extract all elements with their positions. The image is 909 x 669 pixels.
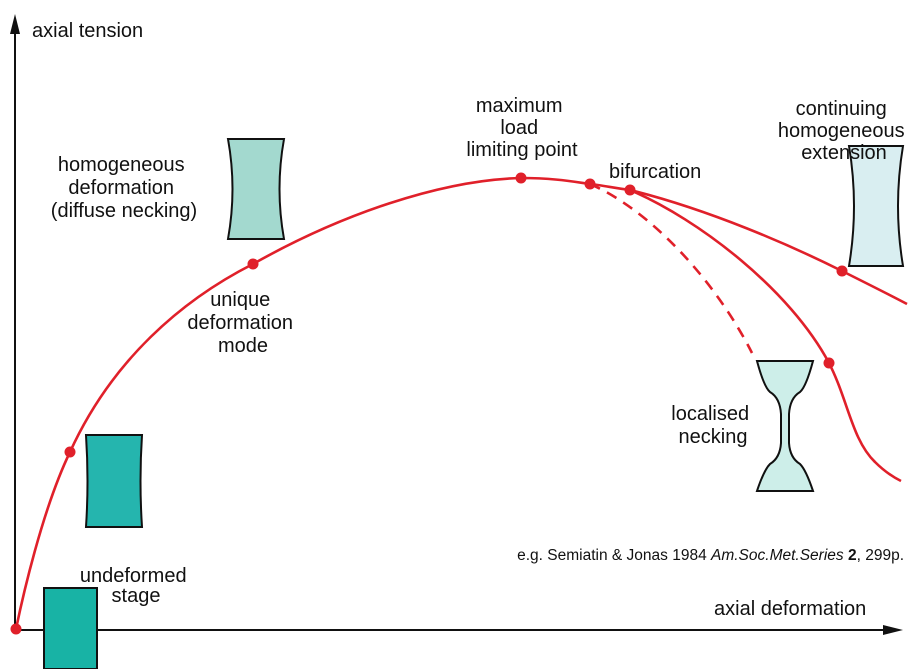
y-axis-arrowhead [10, 14, 20, 34]
x-axis-arrowhead [883, 625, 903, 635]
point-elastic [64, 446, 76, 458]
label-continuing-homogeneous-extension: continuing homogeneous extension [778, 98, 909, 164]
point-localised-necking [823, 357, 835, 369]
label-maximum-load: maximum load limiting point [466, 95, 578, 161]
specimen-localised-necking [755, 360, 815, 492]
label-bifurcation: bifurcation [609, 161, 701, 183]
point-unique-deformation [247, 258, 259, 270]
point-bifurcation [624, 184, 636, 196]
reference-citation: e.g. Semiatin & Jonas 1984 Am.Soc.Met.Se… [517, 547, 904, 564]
label-homogeneous-deformation: homogeneous deformation (diffuse necking… [51, 154, 197, 222]
label-undeformed-stage: undeformed stage [80, 565, 192, 607]
localised-necking-branch [629, 188, 902, 483]
specimen-continuing [847, 145, 905, 267]
point-dashed-start [584, 178, 596, 190]
dashed-necking-branch [589, 182, 754, 354]
specimen-undeformed [43, 587, 98, 669]
point-maximum-load [515, 172, 527, 184]
label-unique-deformation-mode: unique deformation mode [187, 289, 298, 357]
point-homogeneous-extension [836, 265, 848, 277]
specimen-homogeneous [226, 138, 286, 240]
specimen-early-elastic [84, 434, 144, 528]
point-origin [10, 623, 22, 635]
label-localised-necking: localised necking [671, 403, 754, 448]
y-axis-label: axial tension [32, 20, 143, 42]
x-axis-label: axial deformation [714, 598, 866, 620]
tension-curve [14, 176, 631, 630]
homogeneous-extension-branch [629, 188, 908, 306]
